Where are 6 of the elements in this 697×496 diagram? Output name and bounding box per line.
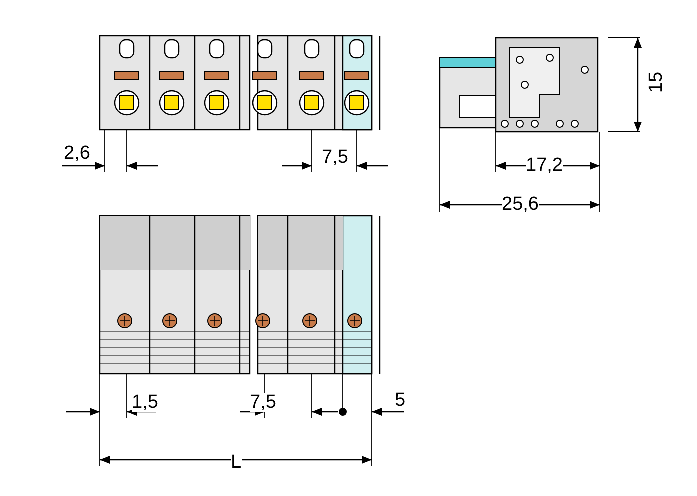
dimension-label: 2,6 [64,144,90,163]
dimension-label: 17,2 [526,156,563,175]
dimension-label: 1,5 [132,393,158,412]
dimension-label: 25,6 [502,195,539,214]
dimension-label: 7,5 [322,148,348,167]
dimension-label: 7,5 [250,393,276,412]
